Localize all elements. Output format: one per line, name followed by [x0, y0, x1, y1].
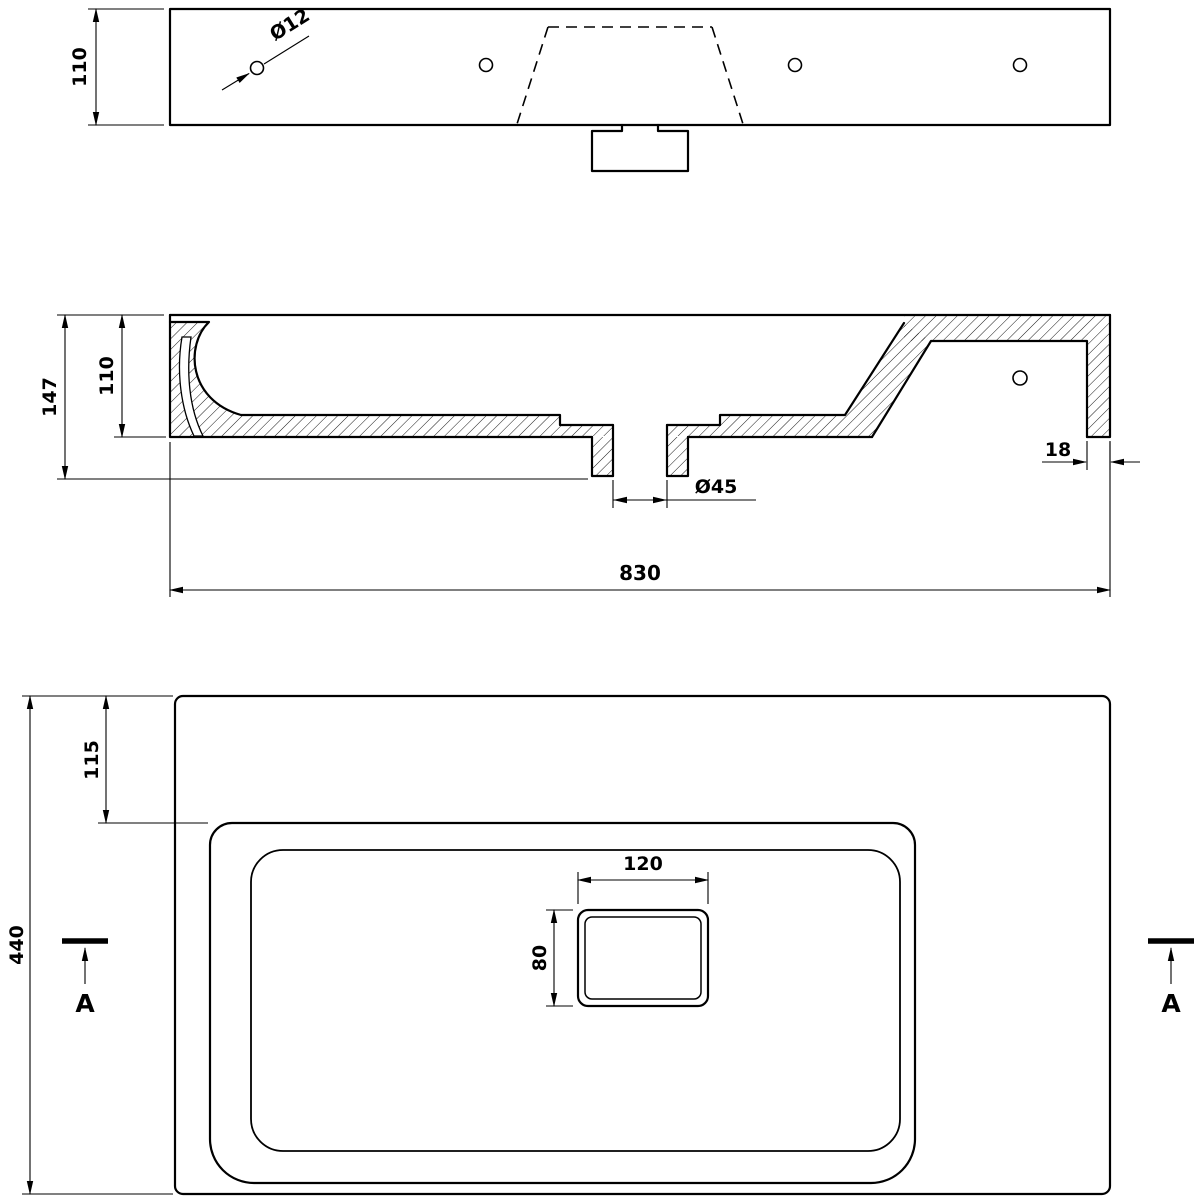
- extension-lines-drain-depth: [546, 909, 573, 1007]
- drain-outlet-rear: [590, 123, 690, 173]
- mounting-hole-4: [1012, 57, 1028, 73]
- hidden-basin-contour: [516, 26, 744, 125]
- dim-section-depth: 110: [96, 356, 118, 396]
- section-marker-right: A: [1148, 938, 1194, 1018]
- extension-lines-rear-height: [88, 8, 164, 126]
- dim-rim-thickness: 18: [1045, 439, 1071, 461]
- drain-pipe-inner: [611, 423, 669, 478]
- dim-hole-diameter: Ø12: [266, 4, 314, 45]
- plan-body-outline: [173, 694, 1112, 1196]
- basin-outer-back-profile: [870, 339, 1089, 439]
- dim-overall-width: 830: [619, 561, 661, 585]
- mounting-hole-3: [787, 57, 803, 73]
- extension-lines-width: [169, 442, 1111, 597]
- extension-lines-overall-depth: [22, 695, 173, 1195]
- section-right-edge: [1085, 313, 1112, 439]
- drain-cutout-plan: [576, 908, 710, 1008]
- dim-drain-width: 120: [623, 853, 663, 875]
- dim-drain-diameter: Ø45: [695, 476, 738, 498]
- fixing-hole-section: [1012, 370, 1028, 386]
- mounting-hole-1: [249, 60, 265, 76]
- cross-section-hatching: [171, 316, 1109, 476]
- rear-body-outline: [168, 7, 1112, 127]
- dim-rear-height: 110: [69, 47, 91, 87]
- section-view: 147 110 18 Ø45 830: [39, 313, 1140, 597]
- dim-section-overall-height: 147: [39, 377, 61, 417]
- dim-overall-depth: 440: [6, 925, 28, 965]
- basin-bottom-plan: [250, 849, 901, 1152]
- plan-view: 120 80 115 440 A A: [6, 694, 1194, 1196]
- basin-inner-profile: [168, 320, 906, 427]
- basin-rim-plan: [208, 821, 917, 1185]
- extension-lines-drain: [612, 480, 668, 508]
- extension-lines-rim: [1086, 441, 1111, 470]
- drain-cutout-inner-plan: [584, 916, 702, 1000]
- dim-drain-height: 80: [529, 945, 551, 971]
- section-left-bottom-edge: [168, 313, 594, 439]
- hole-leader-line: [263, 35, 310, 65]
- drain-pipe-outer: [590, 435, 690, 478]
- mounting-hole-2: [478, 57, 494, 73]
- rear-elevation-view: Ø12 110: [69, 4, 1112, 173]
- dim-back-ledge: 115: [81, 740, 103, 780]
- extension-lines-drain-width: [577, 872, 709, 904]
- hole-leader-arrow: [221, 72, 250, 91]
- section-label-a-left: A: [75, 989, 95, 1018]
- section-marker-left: A: [62, 938, 108, 1018]
- section-label-a-right: A: [1161, 989, 1181, 1018]
